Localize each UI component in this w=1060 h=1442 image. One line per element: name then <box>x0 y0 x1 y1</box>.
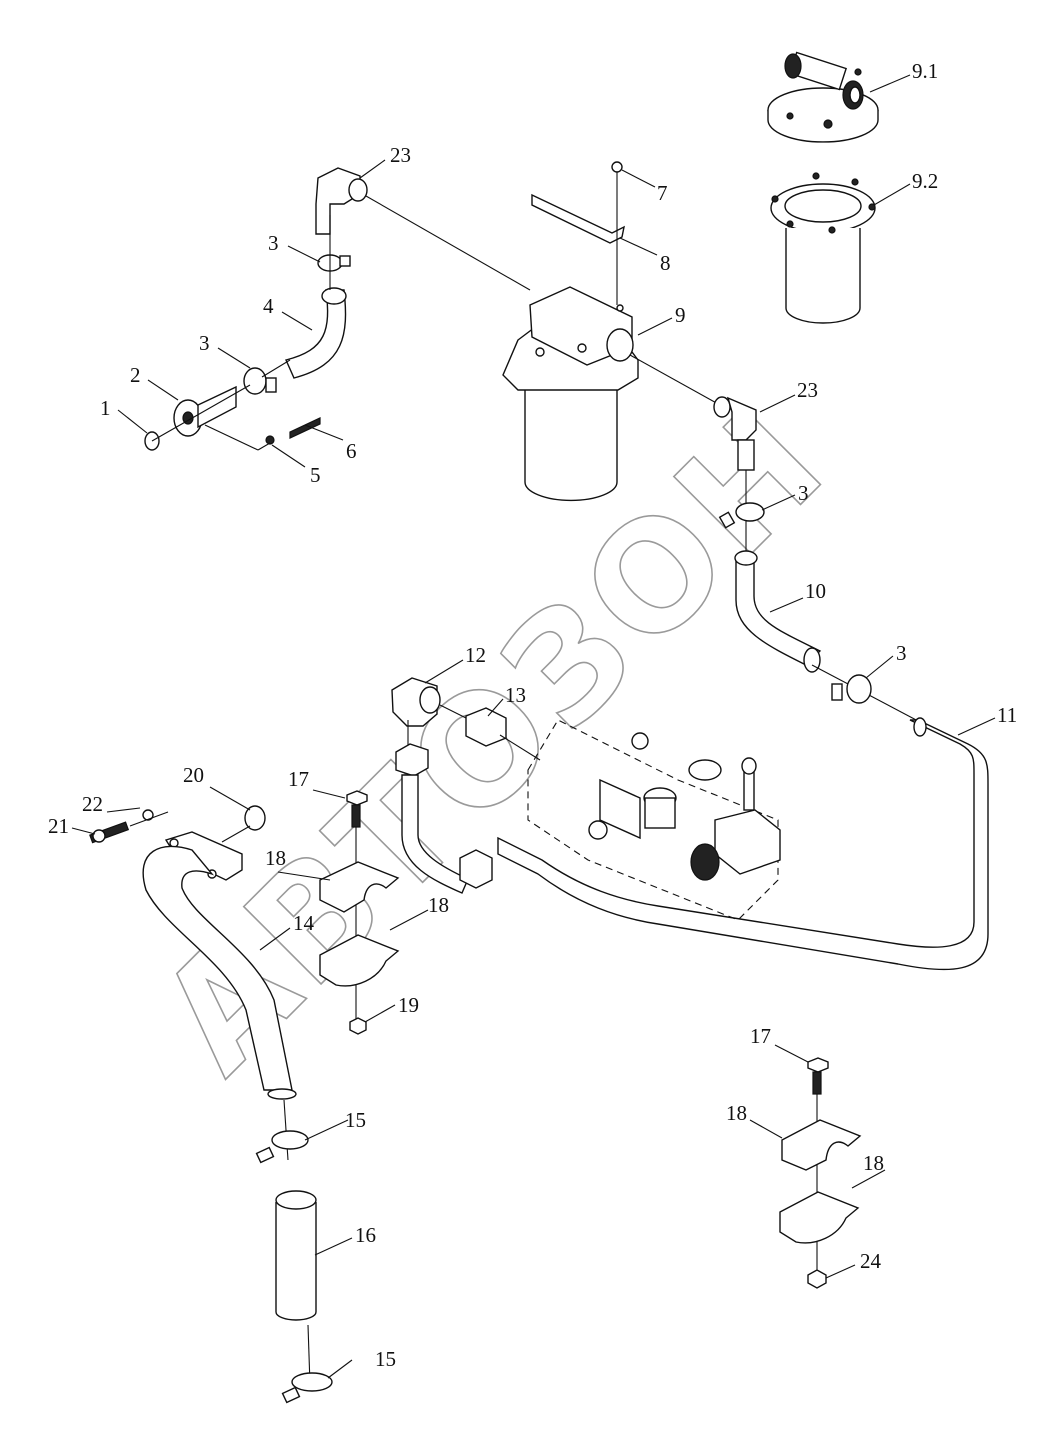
callout-2: 2 <box>130 363 141 387</box>
callout-9-1: 9.1 <box>912 59 938 83</box>
callout-9: 9 <box>675 303 686 327</box>
callout-14: 14 <box>293 911 315 935</box>
callout-labels: 1 2 3 3 3 3 4 5 6 7 8 9 9.1 9.2 10 11 12… <box>48 59 1017 1371</box>
callout-9-2: 9.2 <box>912 169 938 193</box>
callout-10: 10 <box>805 579 826 603</box>
callout-24: 24 <box>860 1249 882 1273</box>
callout-11: 11 <box>997 703 1017 727</box>
filter-assembly-part <box>502 286 639 502</box>
callout-3: 3 <box>199 331 210 355</box>
callout-18: 18 <box>726 1101 747 1125</box>
callout-6: 6 <box>346 439 357 463</box>
callout-17: 17 <box>288 767 309 791</box>
bolt-part <box>611 161 623 305</box>
callout-3: 3 <box>798 481 809 505</box>
filter-bowl-part <box>770 172 876 324</box>
callout-15: 15 <box>345 1108 366 1132</box>
clamp-left <box>319 790 400 1035</box>
callout-19: 19 <box>398 993 419 1017</box>
callout-13: 13 <box>505 683 526 707</box>
filter-head-part <box>767 51 879 143</box>
outlet-fittings <box>497 354 989 971</box>
callout-4: 4 <box>263 294 274 318</box>
callout-16: 16 <box>355 1223 376 1247</box>
callout-5: 5 <box>310 463 321 487</box>
callout-15: 15 <box>375 1347 396 1371</box>
callout-23: 23 <box>390 143 411 167</box>
callout-17: 17 <box>750 1024 771 1048</box>
callout-3: 3 <box>896 641 907 665</box>
callout-18: 18 <box>265 846 286 870</box>
callout-18: 18 <box>863 1151 884 1175</box>
clamp-right <box>779 1057 862 1289</box>
callout-7: 7 <box>657 181 668 205</box>
inlet-fittings <box>144 167 531 451</box>
callout-1: 1 <box>100 396 111 420</box>
callout-21: 21 <box>48 814 69 838</box>
callout-3: 3 <box>268 231 279 255</box>
valve-group <box>391 677 781 921</box>
callout-20: 20 <box>183 763 204 787</box>
callout-22: 22 <box>82 792 103 816</box>
hose-16-group <box>255 1099 333 1404</box>
callout-23: 23 <box>797 378 818 402</box>
pipe-14-group <box>89 805 297 1100</box>
callout-8: 8 <box>660 251 671 275</box>
leader-lines <box>71 74 996 1379</box>
callout-18: 18 <box>428 893 449 917</box>
callout-12: 12 <box>465 643 486 667</box>
bracket-part <box>531 193 625 244</box>
